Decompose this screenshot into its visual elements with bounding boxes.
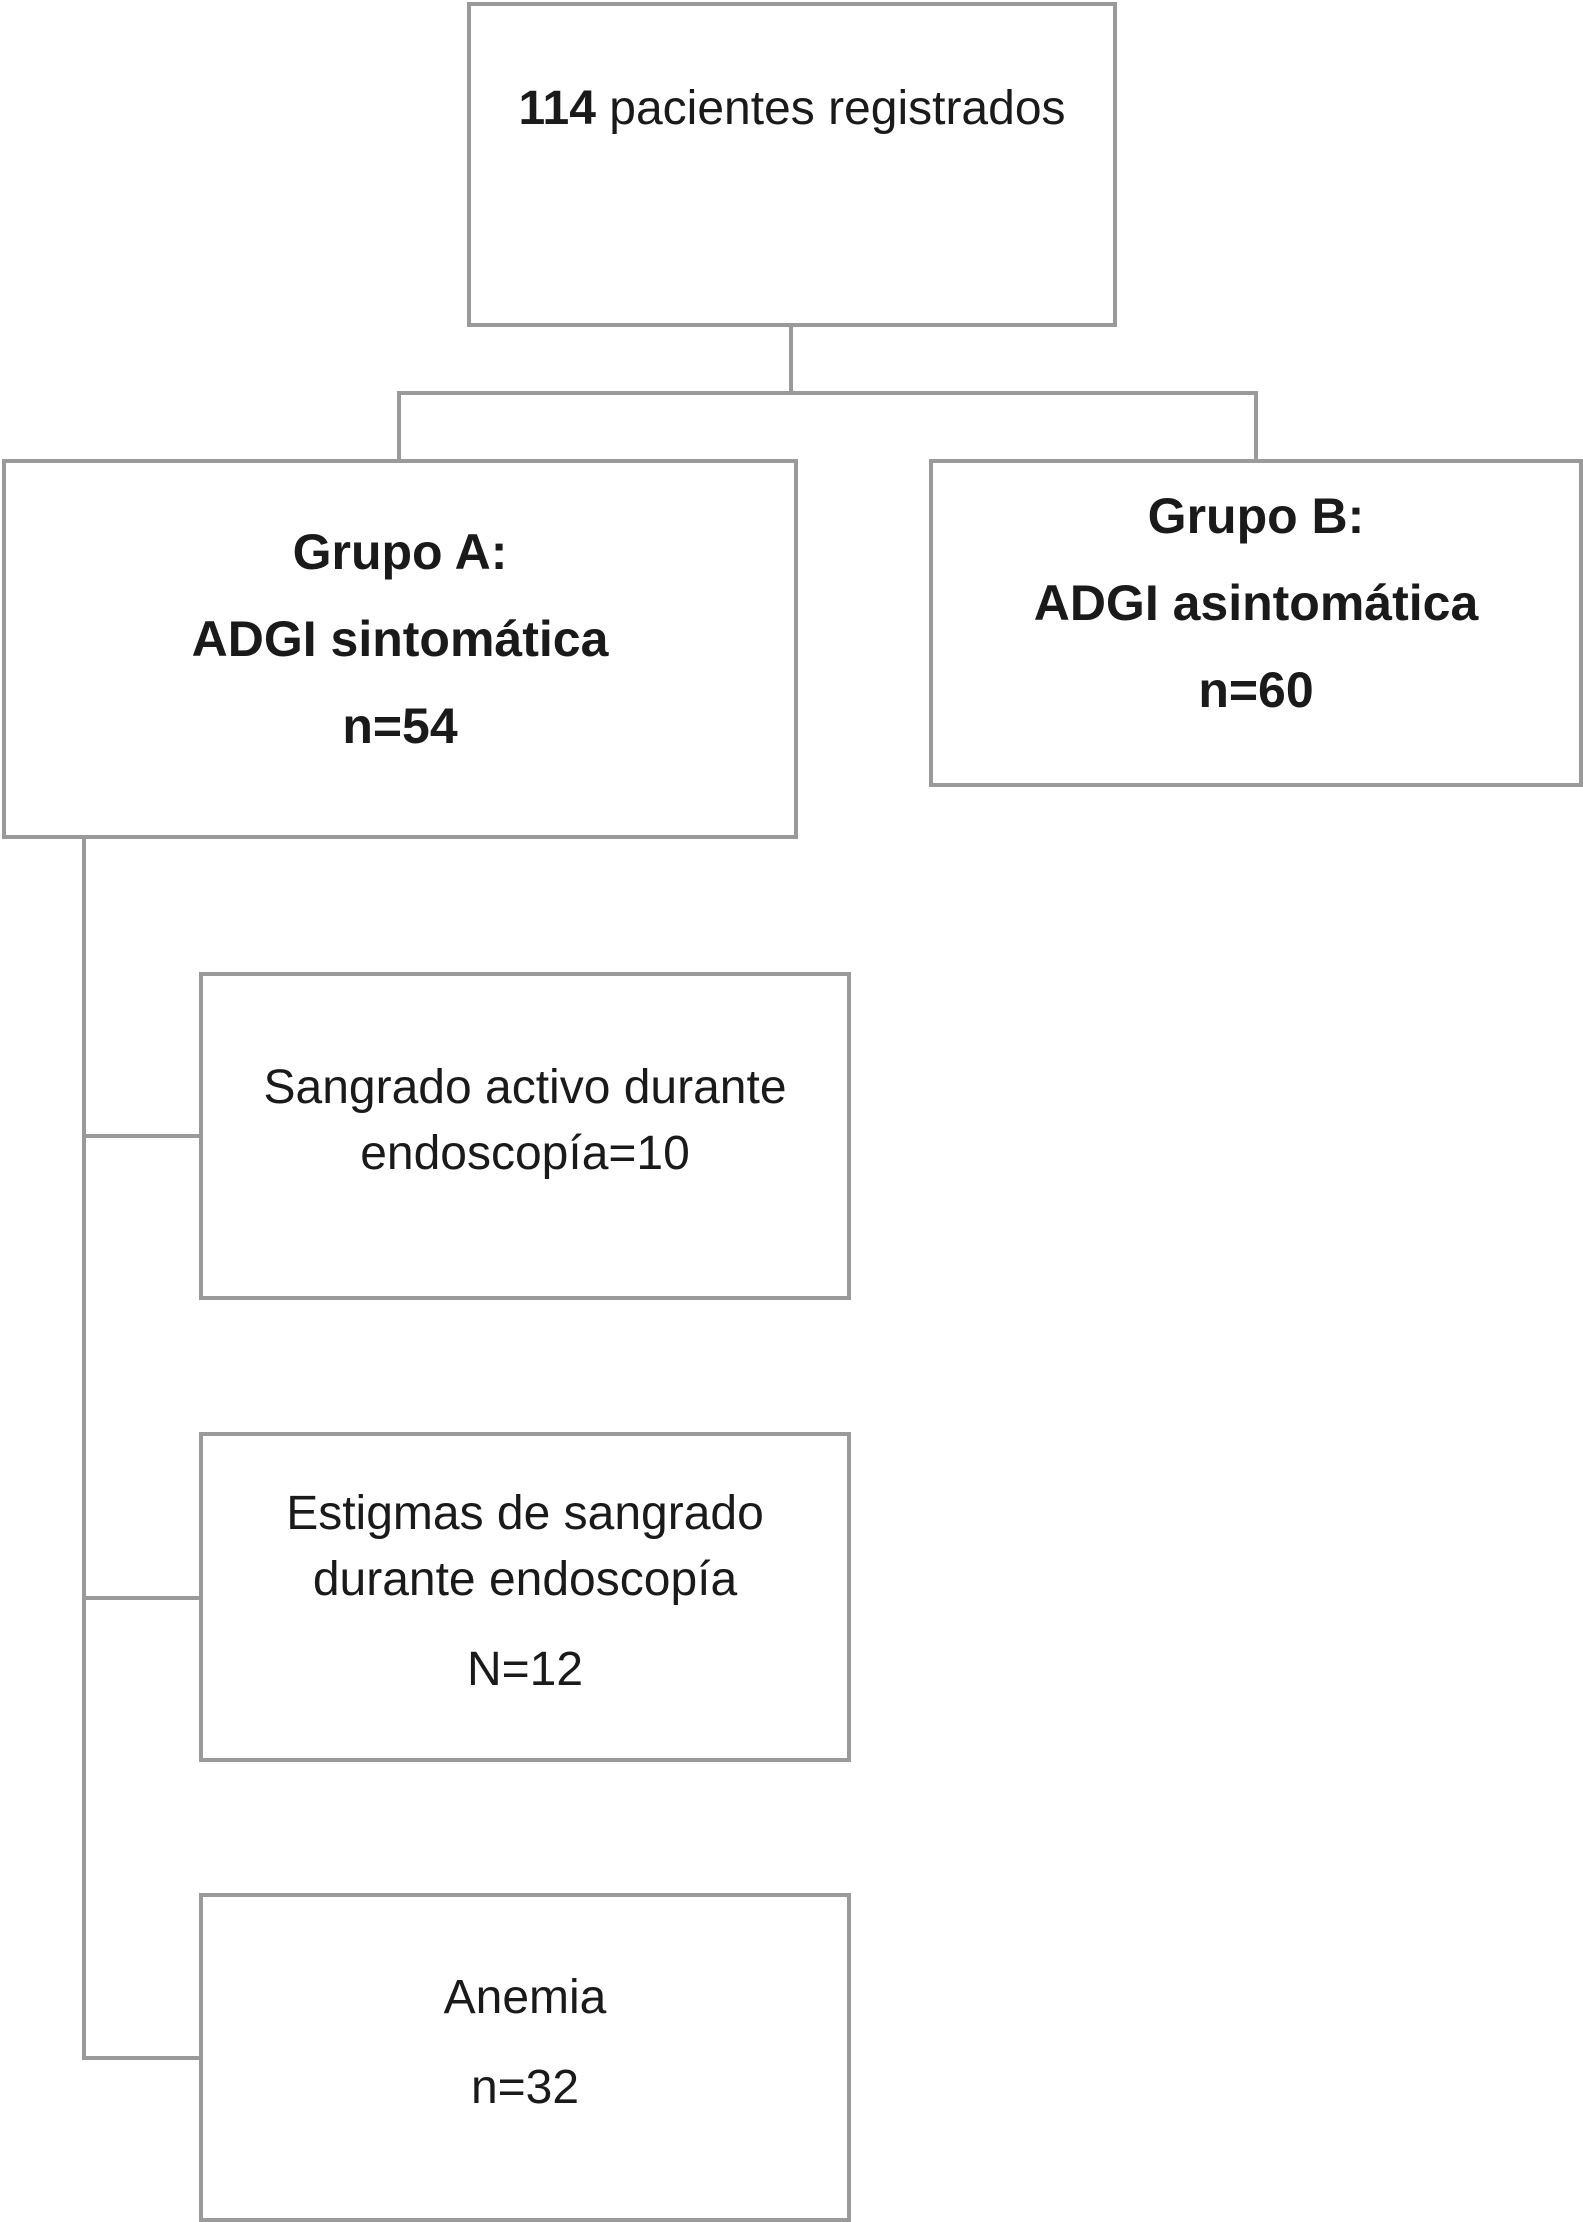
total-patients-box: 114 pacientes registrados bbox=[467, 2, 1117, 327]
connector-top-horizontal bbox=[397, 391, 1258, 395]
total-label: pacientes registrados bbox=[595, 82, 1066, 136]
group-a-name: ADGI sintomática bbox=[191, 610, 609, 667]
group-b-count: n=60 bbox=[1198, 661, 1314, 718]
connector-group-a-spine bbox=[82, 837, 86, 2060]
connector-to-subgroup-3 bbox=[82, 2056, 201, 2060]
subgroup-2-line2: durante endoscopía bbox=[312, 1553, 738, 1606]
group-b-title: Grupo B: bbox=[1147, 487, 1365, 544]
group-b-box: Grupo B: ADGI asintomática n=60 bbox=[929, 459, 1583, 787]
group-b-name: ADGI asintomática bbox=[1033, 574, 1479, 631]
subgroup-2-line1: Estigmas de sangrado bbox=[286, 1487, 764, 1540]
subgroup-1-line2: endoscopía=10 bbox=[360, 1127, 690, 1180]
connector-top-vertical bbox=[789, 325, 793, 393]
group-a-box: Grupo A: ADGI sintomática n=54 bbox=[2, 459, 798, 839]
connector-to-subgroup-1 bbox=[82, 1134, 201, 1138]
connector-to-group-a bbox=[397, 391, 401, 461]
subgroup-3-line1: Anemia bbox=[443, 1970, 607, 2024]
subgroup-3-count: n=32 bbox=[470, 2060, 580, 2114]
subgroup-bleeding-stigmata-box: Estigmas de sangrado durante endoscopía … bbox=[199, 1432, 851, 1762]
connector-to-group-b bbox=[1254, 391, 1258, 461]
total-count: 114 bbox=[518, 82, 596, 136]
subgroup-active-bleeding-box: Sangrado activo durante endoscopía=10 bbox=[199, 972, 851, 1300]
subgroup-1-line1: Sangrado activo durante bbox=[263, 1061, 787, 1114]
subgroup-anemia-box: Anemia n=32 bbox=[199, 1893, 851, 2222]
connector-to-subgroup-2 bbox=[82, 1596, 201, 1600]
group-a-title: Grupo A: bbox=[292, 523, 508, 580]
subgroup-2-count: N=12 bbox=[466, 1643, 584, 1696]
total-patients-text: 114 pacientes registrados bbox=[518, 78, 1065, 140]
group-a-count: n=54 bbox=[342, 697, 458, 754]
